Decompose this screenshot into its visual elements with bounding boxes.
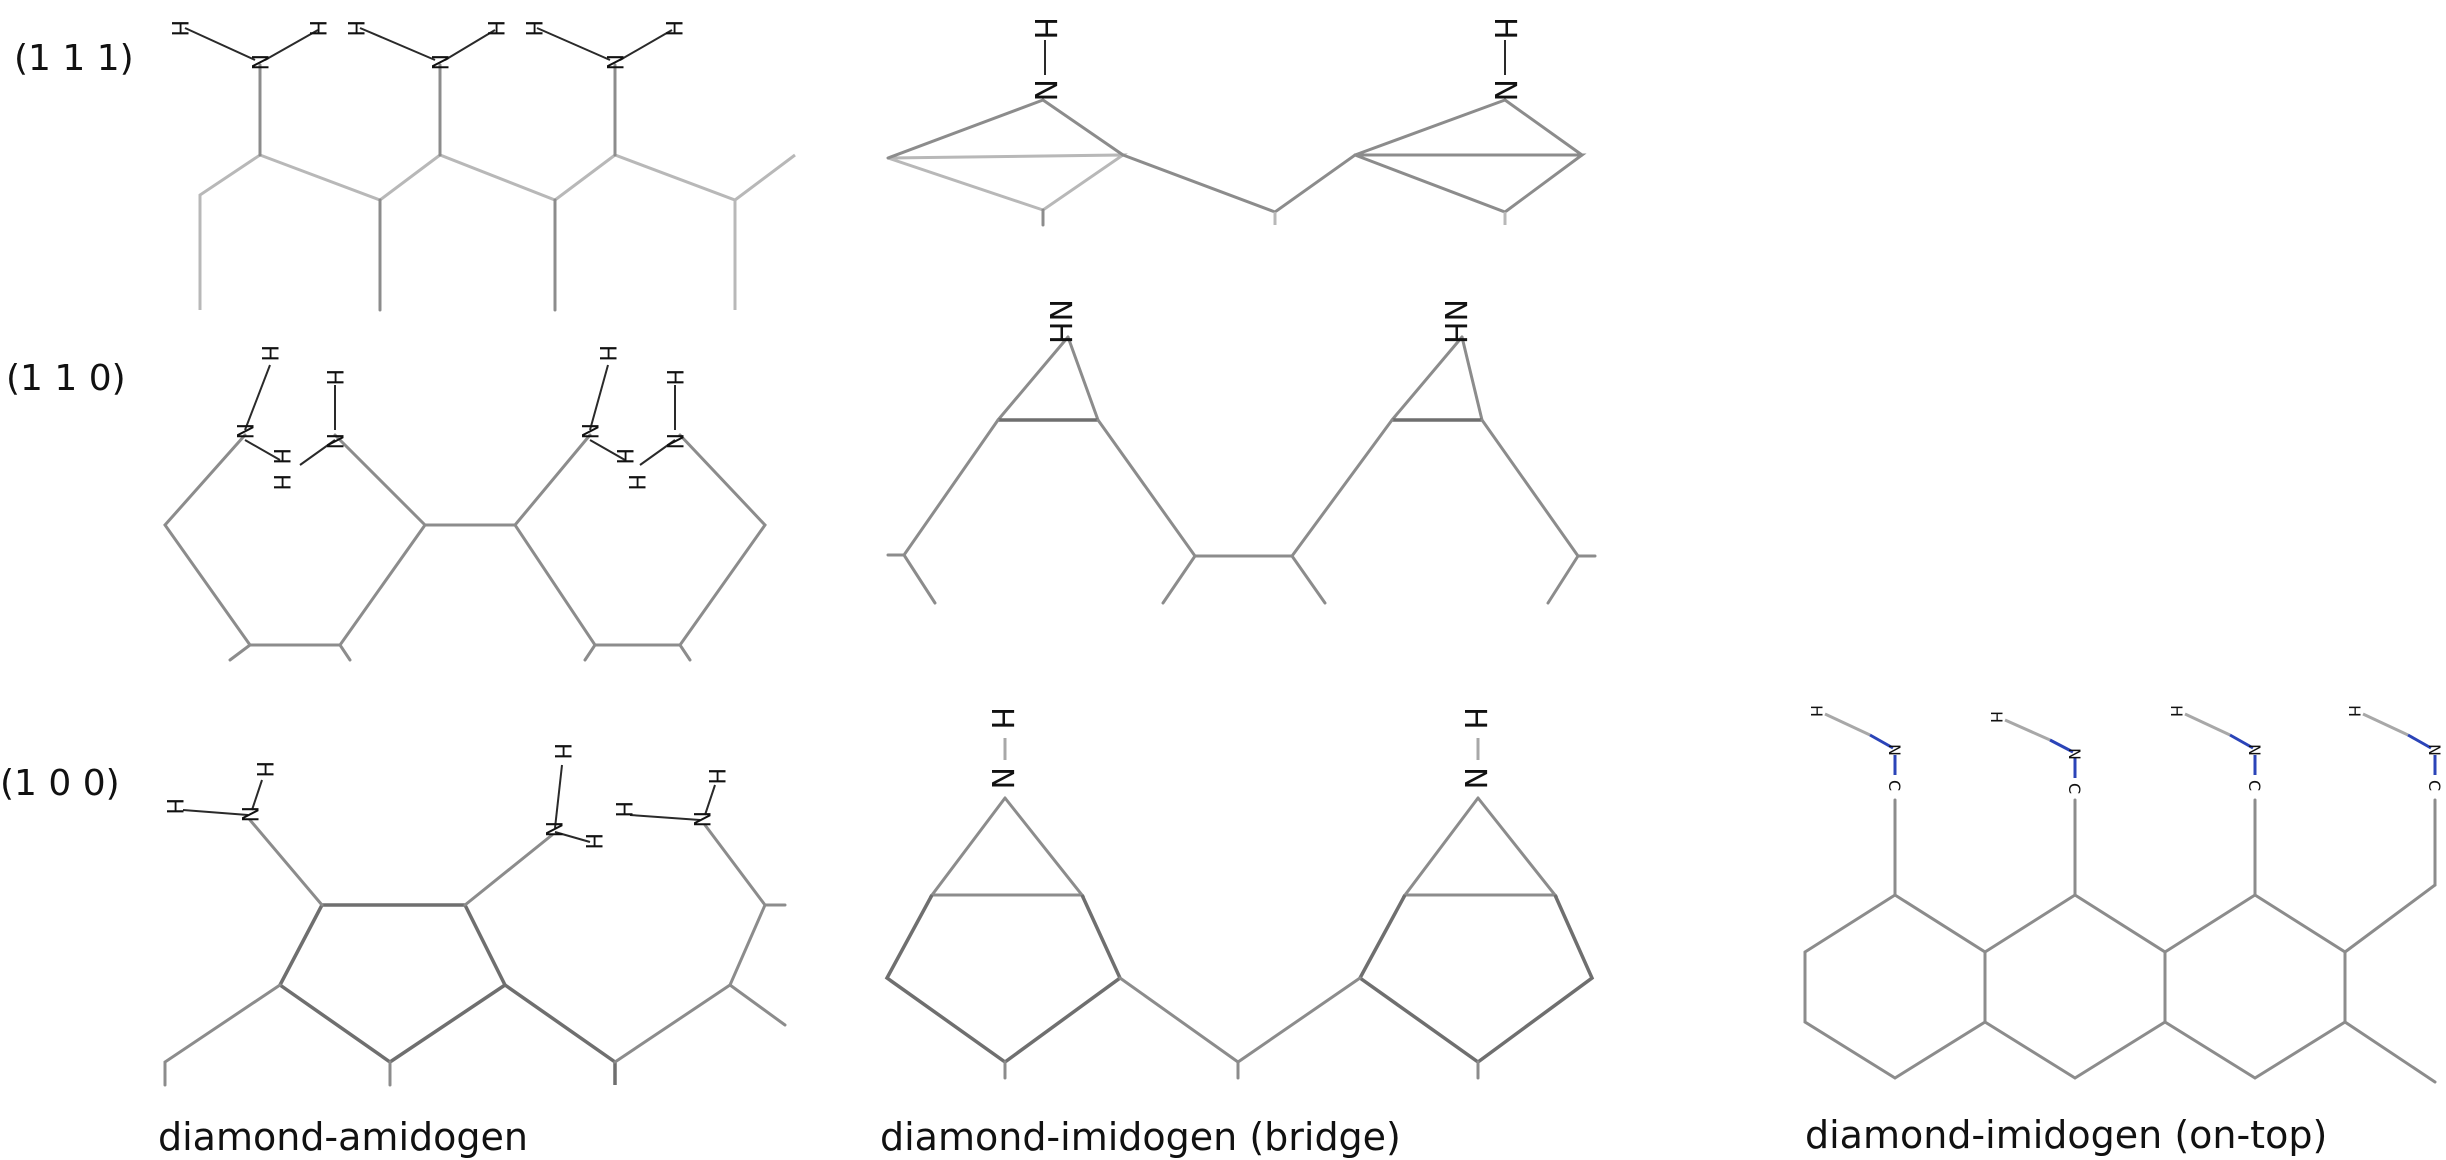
nitrogen-label: N xyxy=(246,54,271,70)
hydrogen-label: H xyxy=(161,798,186,815)
hydrogen-label: H xyxy=(1487,17,1522,40)
hydrogen-label: H xyxy=(321,369,346,386)
hydrogen-label: H xyxy=(2167,705,2186,717)
amidogen-groups: H N H H H N H N H H H N xyxy=(231,345,686,491)
hydrogen-label: H xyxy=(1027,17,1062,40)
hydrogen-label: H xyxy=(594,345,619,362)
column-label-imidogen-ontop: diamond-imidogen (on-top) xyxy=(1805,1113,2327,1157)
imidogen-groups: H N C H N C H N C H N C xyxy=(1807,705,2444,794)
nitrogen-label: N xyxy=(236,806,261,822)
amidogen-groups: H N H H N H H N H xyxy=(166,20,685,70)
hydrogen-label: H xyxy=(304,20,329,37)
hydrogen-label: H xyxy=(251,761,276,778)
hydrogen-label: H xyxy=(520,20,545,37)
hydrogen-label: H xyxy=(610,801,635,818)
panel-111-imidogen-bridge: H N H N xyxy=(886,17,1587,227)
panel-110-imidogen-bridge: NH NH xyxy=(886,299,1597,605)
hydrogen-label: H xyxy=(984,707,1019,730)
hydrogen-label: H xyxy=(549,743,574,760)
panel-100-imidogen-ontop: H N C H N C H N C H N C xyxy=(1803,705,2444,1084)
nitrogen-label: N xyxy=(2425,744,2444,756)
diamond-lattice xyxy=(884,796,1595,1080)
imidogen-groups: NH NH xyxy=(1042,299,1472,344)
diamond-lattice xyxy=(198,63,796,312)
diamond-lattice xyxy=(886,98,1587,227)
diamond-lattice xyxy=(163,433,767,662)
panel-100-imidogen-bridge: H N H N xyxy=(884,707,1595,1080)
row-label-111: (1 1 1) xyxy=(14,38,134,79)
carbon-label: C xyxy=(1885,780,1904,791)
hydrogen-label: H xyxy=(342,20,367,37)
hydrogen-label: H xyxy=(256,345,281,362)
hydrogen-label: H xyxy=(1807,705,1826,717)
nitrogen-label: N xyxy=(601,54,626,70)
hydrogen-label: H xyxy=(166,20,191,37)
panel-100-amidogen: H N H H N H H N H xyxy=(161,743,787,1087)
hydrogen-label: H xyxy=(703,768,728,785)
nitrogen-label: N xyxy=(576,423,601,439)
hydrogen-label: H xyxy=(1987,711,2006,723)
column-label-amidogen: diamond-amidogen xyxy=(158,1115,528,1159)
panel-110-amidogen: H N H H H N H N H H H N xyxy=(163,345,767,662)
hydrogen-label: H xyxy=(660,20,685,37)
nitrogen-label: N xyxy=(2245,744,2264,756)
carbon-label: C xyxy=(2065,783,2084,794)
nitrogen-label: N xyxy=(426,54,451,70)
nitrogen-label: N xyxy=(1457,767,1492,789)
hydrogen-label: H xyxy=(268,474,293,491)
nitrogen-label: N xyxy=(2065,748,2084,760)
nitrogen-label: N xyxy=(540,821,565,837)
nitrogen-label: N xyxy=(321,433,346,449)
row-label-100: (1 0 0) xyxy=(0,763,120,804)
imidogen-label: NH xyxy=(1042,299,1077,344)
nitrogen-label: N xyxy=(1885,744,1904,756)
imidogen-groups: H N H N xyxy=(984,707,1492,789)
column-label-imidogen-bridge: diamond-imidogen (bridge) xyxy=(880,1115,1401,1159)
hydrogen-label: H xyxy=(623,474,648,491)
hydrogen-label: H xyxy=(580,833,605,850)
carbon-label: C xyxy=(2245,780,2264,791)
nitrogen-label: N xyxy=(984,767,1019,789)
nitrogen-label: N xyxy=(1027,79,1062,101)
carbon-label: C xyxy=(2425,780,2444,791)
nitrogen-label: N xyxy=(688,811,713,827)
row-label-110: (1 1 0) xyxy=(6,358,126,399)
hydrogen-label: H xyxy=(611,448,636,465)
diamond-lattice xyxy=(163,818,787,1087)
hydrogen-label: H xyxy=(2345,705,2364,717)
amidogen-groups: H N H H N H H N H xyxy=(161,743,728,850)
panel-111-amidogen: H N H H N H H N H xyxy=(166,20,796,312)
hydrogen-label: H xyxy=(661,369,686,386)
hydrogen-label: H xyxy=(482,20,507,37)
diamond-lattice xyxy=(1803,798,2437,1084)
imidogen-label: NH xyxy=(1437,299,1472,344)
diamond-lattice xyxy=(886,335,1597,605)
nitrogen-label: N xyxy=(661,433,686,449)
nitrogen-label: N xyxy=(1487,79,1522,101)
hydrogen-label: H xyxy=(1457,707,1492,730)
nitrogen-label: N xyxy=(231,423,256,439)
hydrogen-label: H xyxy=(268,448,293,465)
imidogen-groups: H N H N xyxy=(1027,17,1522,101)
